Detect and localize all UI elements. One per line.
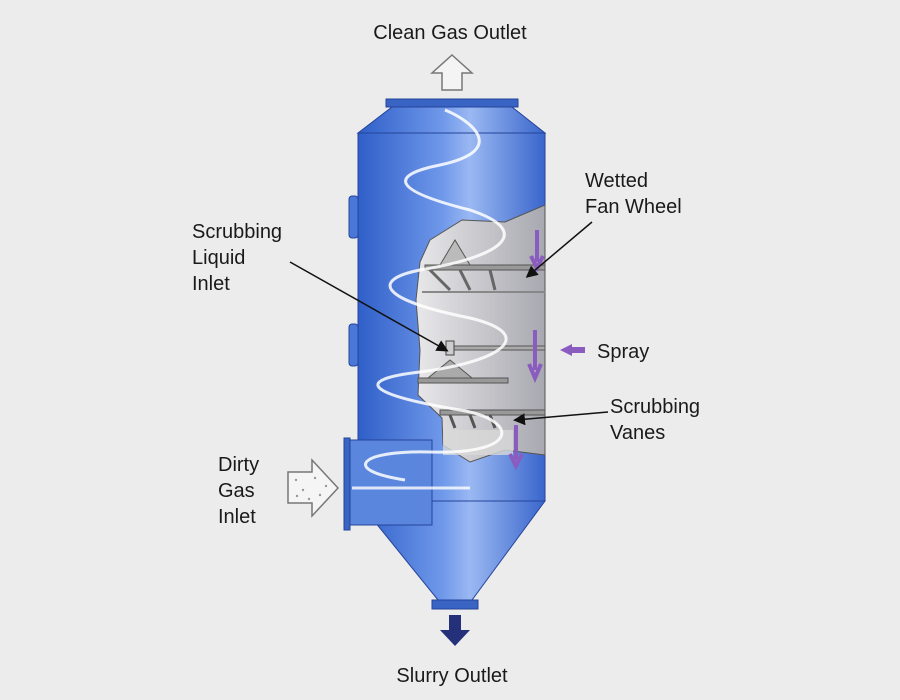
label-wetted-fan-wheel: Wetted Fan Wheel bbox=[585, 168, 682, 220]
label-scrubbing-liquid-inlet: Scrubbing Liquid Inlet bbox=[192, 219, 282, 297]
cutaway-interior bbox=[415, 204, 546, 471]
label-line: Scrubbing bbox=[610, 396, 701, 418]
spray-arrow-icon bbox=[560, 344, 585, 356]
liquid-flow-arrow-icon bbox=[508, 425, 524, 471]
label-line: Scrubbing bbox=[192, 221, 283, 243]
label-line: Fan Wheel bbox=[585, 196, 682, 218]
label-line: Inlet bbox=[192, 273, 230, 295]
label-line: Gas bbox=[218, 480, 255, 502]
label-slurry-outlet: Slurry Outlet bbox=[396, 665, 508, 687]
label-dirty-gas-inlet: Dirty Gas Inlet bbox=[218, 452, 259, 530]
label-clean-gas-outlet: Clean Gas Outlet bbox=[373, 22, 527, 44]
leader-line bbox=[525, 221, 593, 278]
liquid-flow-arrow-icon bbox=[527, 330, 543, 384]
label-line: Dirty bbox=[218, 454, 260, 476]
leader-line bbox=[513, 411, 609, 426]
side-nozzle bbox=[348, 323, 359, 367]
label-line: Vanes bbox=[610, 422, 666, 444]
gas-swirl bbox=[364, 108, 508, 482]
label-line: Inlet bbox=[218, 506, 256, 528]
dirty-gas-arrow-icon bbox=[287, 458, 340, 518]
clean-gas-arrow-icon bbox=[430, 53, 474, 91]
label-spray: Spray bbox=[597, 341, 650, 363]
leader-line bbox=[289, 261, 449, 352]
dirty-gas-particles bbox=[294, 476, 328, 501]
label-scrubbing-vanes: Scrubbing Vanes bbox=[610, 394, 700, 446]
label-line: Liquid bbox=[192, 247, 246, 269]
label-line: Wetted bbox=[585, 170, 648, 192]
side-nozzle bbox=[348, 195, 359, 239]
slurry-outlet-arrow-icon bbox=[440, 615, 470, 646]
